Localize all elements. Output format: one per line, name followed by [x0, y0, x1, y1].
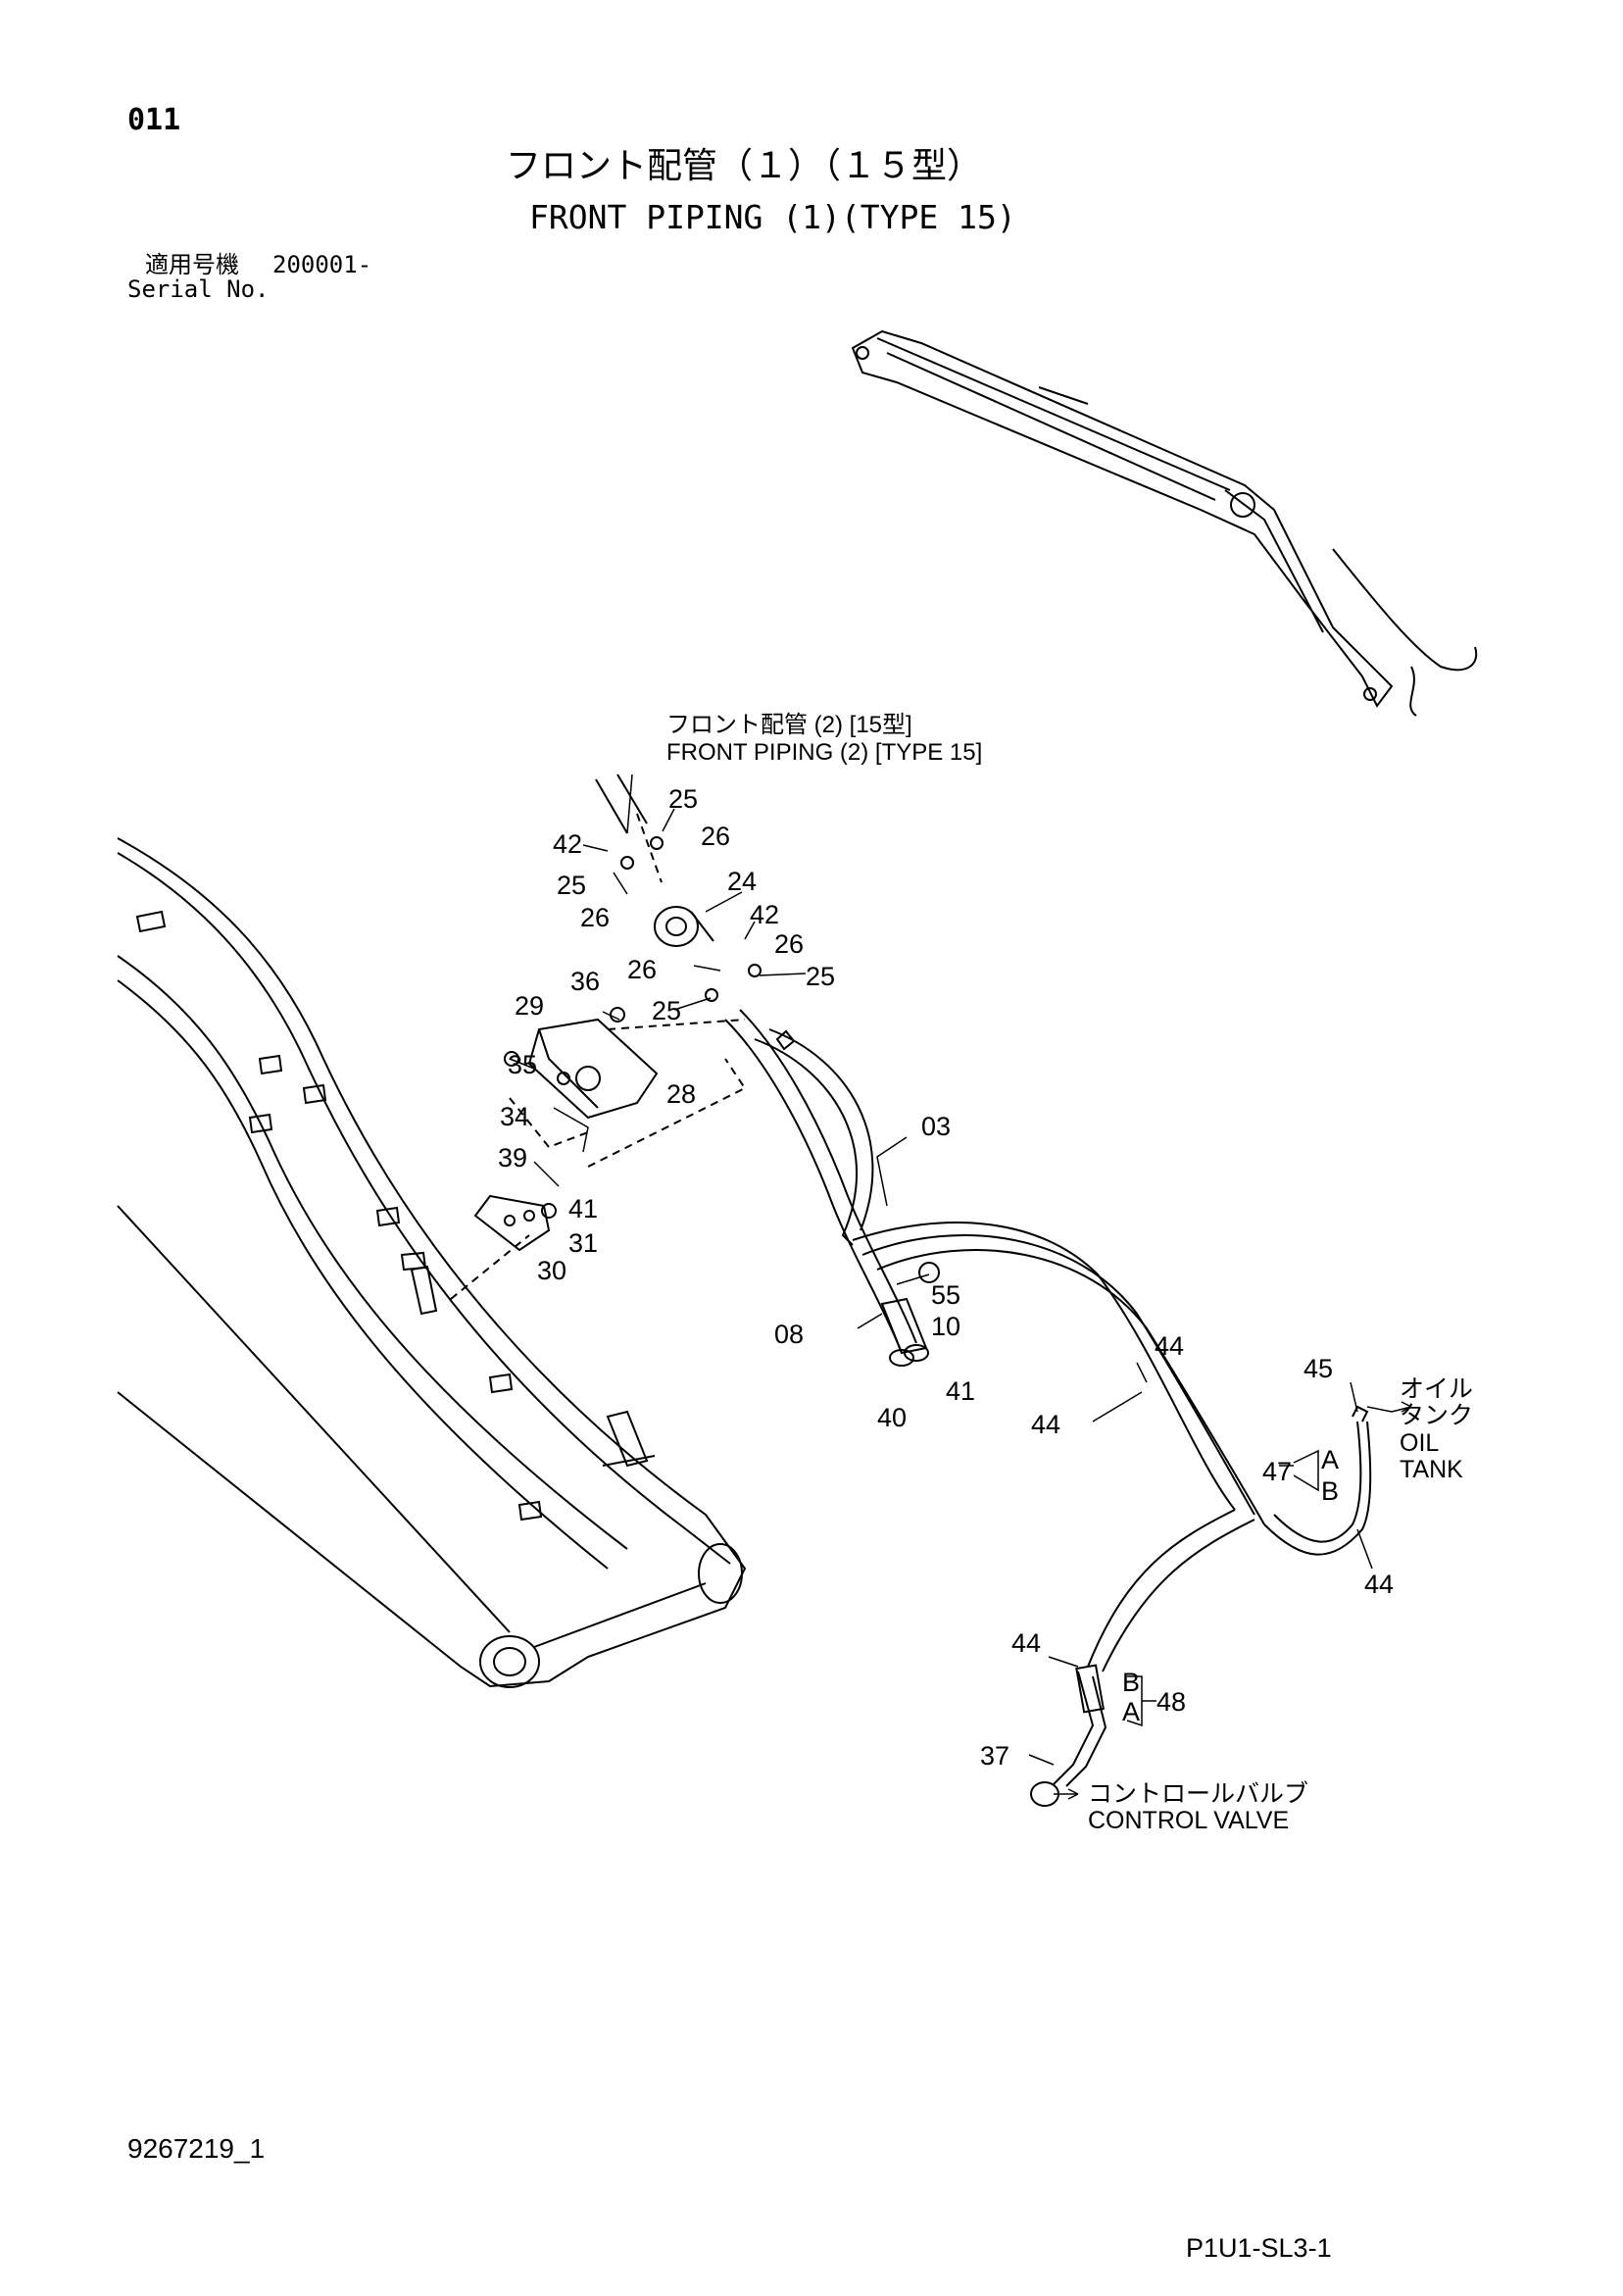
part-label-25d: 25: [652, 996, 681, 1025]
boom-overview-figure: [851, 329, 1478, 717]
part-label-42b: 42: [750, 900, 779, 929]
oil-tank-en-line2: TANK: [1400, 1456, 1463, 1483]
port-label-b-oil: B: [1321, 1476, 1339, 1506]
ref-front-piping-2-en: FRONT PIPING (2) [TYPE 15]: [666, 739, 982, 766]
title-english: FRONT PIPING (1)(TYPE 15): [529, 198, 1016, 236]
pipe-assembly: [595, 774, 1372, 1807]
part-label-26b: 26: [580, 903, 610, 932]
page-number: 011: [127, 103, 181, 137]
part-label-25a: 25: [668, 784, 698, 814]
part-label-29: 29: [515, 991, 544, 1021]
part-label-25b: 25: [557, 871, 586, 900]
oil-tank-jp-line2: タンク: [1400, 1402, 1473, 1429]
callout-texts: フロント配管 (2) [15型] FRONT PIPING (2) [TYPE …: [666, 712, 1473, 1834]
part-label-24: 24: [727, 867, 757, 896]
part-label-34: 34: [500, 1102, 529, 1131]
valve-block-assembly: [450, 813, 762, 1300]
part-label-41a: 41: [568, 1194, 598, 1223]
oil-tank-jp-line1: オイル: [1400, 1375, 1473, 1403]
serial-label-english: Serial No.: [127, 275, 270, 303]
part-label-48: 48: [1156, 1687, 1186, 1717]
serial-label-japanese: 適用号機: [145, 251, 239, 278]
part-label-03: 03: [921, 1112, 951, 1141]
part-label-26a: 26: [701, 822, 730, 851]
part-label-28: 28: [666, 1079, 696, 1109]
part-label-45: 45: [1303, 1354, 1333, 1383]
leader-lines: [509, 774, 1412, 1800]
serial-value: 200001-: [272, 251, 372, 278]
ref-front-piping-2-jp: フロント配管 (2) [15型]: [666, 712, 912, 738]
part-label-25c: 25: [806, 962, 835, 991]
document-number: 9267219_1: [127, 2133, 266, 2164]
part-label-30: 30: [537, 1256, 566, 1285]
oil-tank-en-line1: OIL: [1400, 1429, 1439, 1457]
sheet-code: P1U1-SL3-1: [1186, 2233, 1332, 2263]
part-labels: 25 42 26 25 26 24 42 26 26 25 36 29 25 3…: [498, 784, 1394, 1771]
part-label-41b: 41: [946, 1376, 975, 1406]
part-label-44a: 44: [1155, 1331, 1184, 1361]
title-japanese: フロント配管（１）（１５型）: [506, 146, 983, 186]
control-valve-jp: コントロールバルブ: [1088, 1780, 1308, 1808]
control-valve-en: CONTROL VALVE: [1088, 1807, 1289, 1834]
boom-main-figure: [117, 837, 747, 1688]
port-label-a-oil: A: [1321, 1445, 1339, 1474]
part-label-35: 35: [508, 1050, 537, 1079]
part-label-36: 36: [570, 967, 600, 996]
port-label-b-valve: B: [1122, 1668, 1140, 1697]
part-label-39: 39: [498, 1143, 527, 1173]
part-label-44c: 44: [1364, 1570, 1394, 1599]
part-label-42a: 42: [553, 829, 582, 859]
part-label-55: 55: [931, 1280, 960, 1310]
part-label-37: 37: [980, 1741, 1009, 1771]
part-label-44b: 44: [1031, 1410, 1060, 1439]
port-label-a-valve: A: [1122, 1697, 1140, 1726]
part-label-26c: 26: [774, 929, 804, 959]
part-label-40: 40: [877, 1403, 907, 1432]
part-label-08: 08: [774, 1320, 804, 1349]
part-label-44d: 44: [1011, 1628, 1041, 1658]
part-label-10: 10: [931, 1312, 960, 1341]
part-label-47: 47: [1262, 1457, 1292, 1486]
part-label-31: 31: [568, 1228, 598, 1258]
part-label-26d: 26: [627, 955, 657, 984]
